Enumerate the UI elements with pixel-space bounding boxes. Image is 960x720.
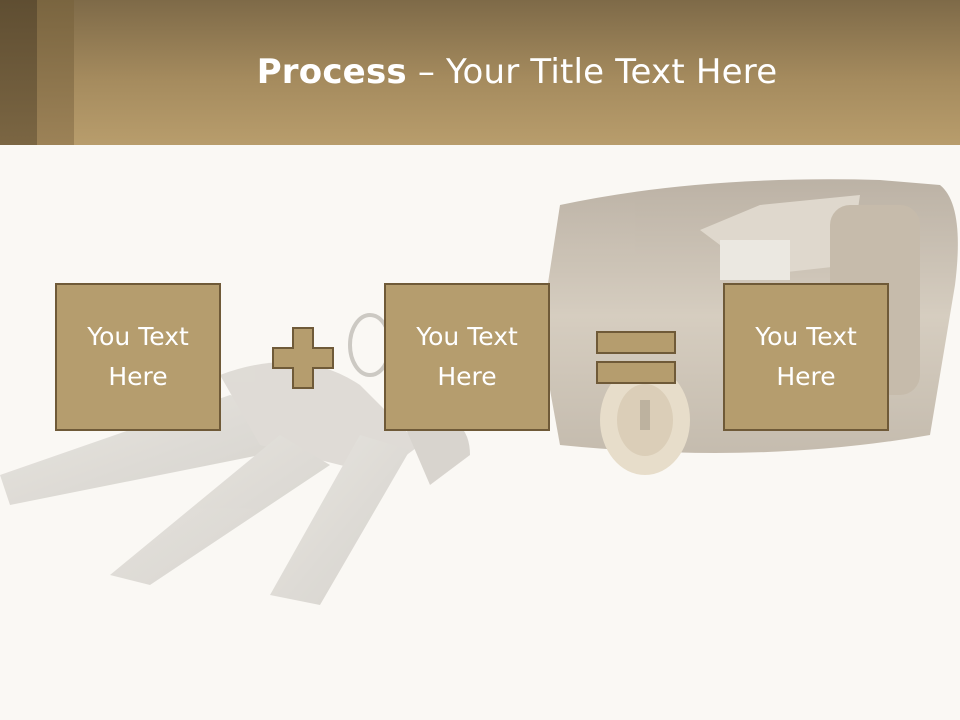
title-rest: – Your Title Text Here (406, 52, 778, 92)
process-box-3: You Text Here (723, 283, 889, 431)
box-text-line-1: You Text (87, 322, 189, 351)
plus-icon (272, 327, 334, 389)
box-text-line-2: Here (437, 362, 497, 391)
box-text-line-1: You Text (755, 322, 857, 351)
header-stripe (37, 0, 74, 145)
header-band: Process – Your Title Text Here (0, 0, 960, 145)
process-box-1: You Text Here (55, 283, 221, 431)
slide-title: Process – Your Title Text Here (74, 52, 960, 92)
process-box-2: You Text Here (384, 283, 550, 431)
equals-icon (596, 331, 676, 384)
header-stripe (0, 0, 37, 145)
title-bold: Process (256, 52, 407, 92)
keys-and-lock-photo (0, 179, 958, 605)
box-text-line-1: You Text (416, 322, 518, 351)
box-text-line-2: Here (776, 362, 836, 391)
box-text-line-2: Here (108, 362, 168, 391)
